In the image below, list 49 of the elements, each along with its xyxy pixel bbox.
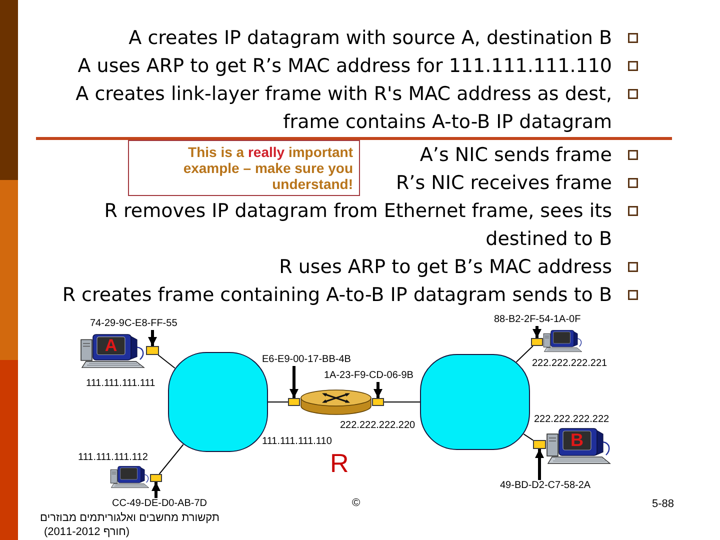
link-line	[516, 346, 534, 362]
ip-address: 111.111.111.111	[86, 378, 156, 390]
ip-address: 111.111.111.112	[78, 452, 148, 464]
footer-text: תקשורת מחשבים ואלגוריתמים מבוזרים	[40, 512, 220, 525]
mac-address-label: 49-BD-D2-C7-58-2A	[500, 480, 591, 492]
mac-address-label: E6-E9-00-17-BB-4B	[262, 354, 351, 366]
router-name: R	[330, 448, 349, 478]
leader-arrow	[532, 326, 542, 338]
network-adapter	[146, 346, 159, 355]
link-line	[158, 444, 184, 474]
bullet-text: A’s NIC sends frame	[420, 143, 612, 168]
link-line	[523, 434, 534, 441]
footer-text: (חורף 2011-2012)	[44, 526, 130, 539]
leader-arrow	[290, 366, 298, 398]
mac-address-label: 74-29-9C-E8-FF-55	[90, 318, 178, 330]
ip-address: 111.111.111.110	[262, 436, 332, 448]
mac-address-label: CC-49-DE-D0-AB-7D	[112, 498, 208, 510]
slide-number: 5-88	[652, 498, 674, 511]
leader-arrow	[148, 330, 157, 346]
bullet-text: R uses ARP to get B’s MAC address	[279, 255, 612, 280]
network-cloud	[420, 354, 530, 450]
bullet-text: A creates link-layer frame with R's MAC address as dest, frame contains A-to-B IP datagram	[74, 82, 612, 135]
bullet-text: R creates frame containing A-to-B IP datagram sends to B	[62, 283, 612, 308]
network-adapter	[150, 474, 162, 482]
bullet-text: A uses ARP to get R’s MAC address for 111.111.111.110	[78, 54, 612, 79]
leader-arrow	[152, 482, 160, 498]
router-icon	[300, 389, 372, 415]
leader-arrow	[374, 382, 382, 398]
ip-address: 222.222.222.222	[534, 414, 610, 426]
ip-address: 222.222.222.221	[532, 358, 608, 370]
network-adapter	[533, 440, 546, 449]
copyright-mark: ©	[352, 497, 360, 510]
bullet-text: R removes IP datagram from Ethernet frame, sees its destined to B	[103, 199, 612, 252]
network-adapter	[288, 398, 300, 406]
leader-arrow	[535, 449, 544, 480]
callout-text: This is a really important example – make sure you understand!	[182, 144, 353, 192]
bullet-text: A creates IP datagram with source A, destination B	[128, 26, 612, 51]
mac-address-label: 1A-23-F9-CD-06-9B	[324, 370, 414, 382]
screen-letter: B	[569, 431, 585, 450]
network-adapter	[531, 338, 543, 346]
network-adapter	[372, 398, 384, 406]
computer-icon	[110, 466, 150, 488]
computer-icon	[543, 330, 583, 352]
ip-address: 222.222.222.220	[340, 420, 416, 432]
link-line	[158, 354, 176, 369]
bullet-text: R’s NIC receives frame	[396, 171, 612, 196]
callout-box	[128, 140, 360, 196]
mac-address-label: 88-B2-2F-54-1A-0F	[494, 314, 581, 326]
screen-letter: A	[104, 336, 118, 355]
